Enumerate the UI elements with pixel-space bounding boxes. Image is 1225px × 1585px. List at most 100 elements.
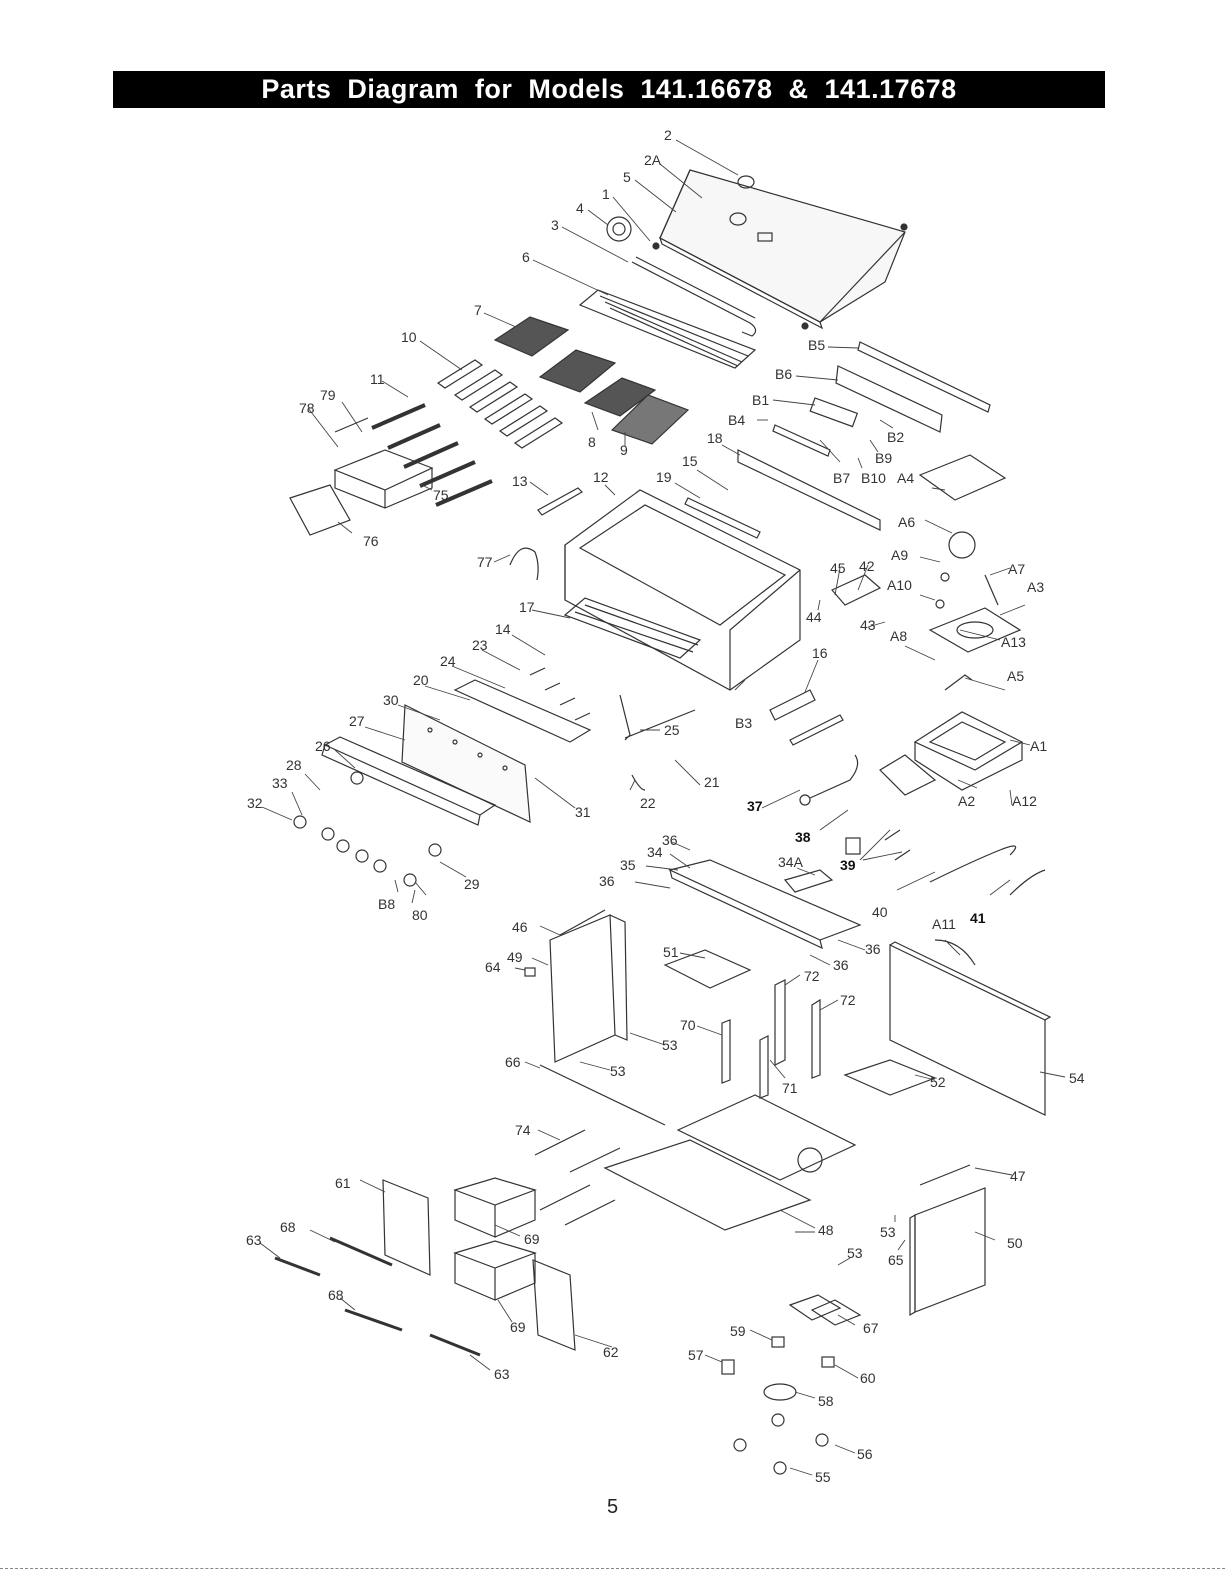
callout-A2: A2	[958, 793, 975, 809]
callout-66: 66	[505, 1054, 521, 1070]
doors-drawing	[382, 1179, 576, 1351]
callout-A5: A5	[1007, 668, 1024, 684]
callout-60: 60	[860, 1370, 876, 1386]
callout-42: 42	[859, 558, 875, 574]
callout-58: 58	[818, 1393, 834, 1409]
valve-assembly-drawing	[453, 667, 631, 743]
callout-31: 31	[575, 804, 591, 820]
callout-16: 16	[812, 645, 828, 661]
callout-56: 56	[857, 1446, 873, 1462]
callout-45: 45	[830, 560, 846, 576]
regulator-drawing	[799, 754, 861, 855]
callout-8: 8	[588, 434, 596, 450]
callout-68-a: 68	[280, 1219, 296, 1235]
callout-25: 25	[664, 722, 680, 738]
callout-71: 71	[782, 1080, 798, 1096]
callout-35: 35	[620, 857, 636, 873]
part-46-drawing	[559, 909, 606, 936]
callout-B2: B2	[887, 429, 904, 445]
callout-14: 14	[495, 621, 511, 637]
callout-A11: A11	[932, 916, 956, 932]
callout-65: 65	[888, 1252, 904, 1268]
callout-50: 50	[1007, 1235, 1023, 1251]
callout-22: 22	[640, 795, 656, 811]
thermometer-drawing	[606, 216, 660, 250]
callout-A9: A9	[891, 547, 908, 563]
callout-18: 18	[707, 430, 723, 446]
part-71-drawing	[759, 1035, 769, 1099]
callout-A3: A3	[1027, 579, 1044, 595]
callout-64: 64	[485, 959, 501, 975]
part-39-drawing	[884, 829, 911, 861]
callout-26: 26	[315, 738, 331, 754]
callout-A7: A7	[1008, 561, 1025, 577]
side-burner-box-drawing	[913, 711, 1024, 791]
callout-40: 40	[872, 904, 888, 920]
callout-43: 43	[860, 617, 876, 633]
bottom-tray-drawing	[668, 859, 862, 950]
callout-53-b: 53	[610, 1063, 626, 1079]
callout-76: 76	[363, 533, 379, 549]
callout-B3: B3	[735, 715, 752, 731]
callout-57: 57	[688, 1347, 704, 1363]
drawers-drawing	[453, 1177, 537, 1301]
callout-23: 23	[472, 637, 488, 653]
part-64-drawing	[524, 967, 536, 977]
callout-38: 38	[795, 829, 811, 845]
cart-left-side-drawing	[549, 914, 628, 1063]
part-66-drawing	[539, 1064, 666, 1126]
callout-B6: B6	[775, 366, 792, 382]
cart-right-side-drawing	[909, 1187, 986, 1317]
part-70-drawing	[721, 1019, 731, 1084]
part-13-drawing	[537, 487, 583, 516]
knobs-drawing	[293, 771, 442, 887]
callout-24: 24	[440, 653, 456, 669]
callout-21: 21	[704, 774, 720, 790]
callout-70: 70	[680, 1017, 696, 1033]
callout-48: 48	[818, 1222, 834, 1238]
callout-67: 67	[863, 1320, 879, 1336]
door-handles-drawing	[274, 1236, 481, 1357]
callout-37: 37	[747, 798, 763, 814]
part-47-drawing	[919, 1164, 971, 1186]
warming-rack-drawing	[578, 289, 757, 369]
callout-4: 4	[576, 200, 584, 216]
callout-13: 13	[512, 473, 528, 489]
callout-33: 33	[272, 775, 288, 791]
bottom-shelf-drawing	[603, 1094, 857, 1231]
callout-30: 30	[383, 692, 399, 708]
callout-61: 61	[335, 1175, 351, 1191]
callout-B7: B7	[833, 470, 850, 486]
part-72b-drawing	[811, 998, 821, 1079]
page-number: 5	[606, 1496, 619, 1518]
callout-20: 20	[413, 672, 429, 688]
callout-55: 55	[815, 1469, 831, 1485]
firebox-drawing	[564, 489, 801, 691]
callout-34: 34	[647, 844, 663, 860]
callout-69-a: 69	[524, 1231, 540, 1247]
callout-39: 39	[840, 857, 856, 873]
handle-drawing	[631, 256, 757, 337]
part-77-drawing	[509, 547, 539, 581]
callout-A6: A6	[898, 514, 915, 530]
part-34A-drawing	[783, 869, 834, 893]
callout-51: 51	[663, 944, 679, 960]
callout-19: 19	[656, 469, 672, 485]
callout-3: 3	[551, 217, 559, 233]
callout-29: 29	[464, 876, 480, 892]
part-52-drawing	[843, 1059, 937, 1096]
burners-drawing	[334, 403, 493, 507]
side-burner-drawing	[831, 454, 1022, 691]
callout-47: 47	[1010, 1168, 1026, 1184]
page-title: Parts Diagram for Models 141.16678 & 141…	[113, 71, 1105, 108]
callout-69-b: 69	[510, 1319, 526, 1335]
callout-9: 9	[620, 442, 628, 458]
callout-53-a: 53	[662, 1037, 678, 1053]
part-72-drawing	[774, 979, 786, 1066]
side-cover-drawing	[333, 449, 434, 509]
callout-62: 62	[603, 1344, 619, 1360]
callout-49: 49	[507, 949, 523, 965]
callout-12: 12	[593, 469, 609, 485]
callout-68-b: 68	[328, 1287, 344, 1303]
callout-B5: B5	[808, 337, 825, 353]
